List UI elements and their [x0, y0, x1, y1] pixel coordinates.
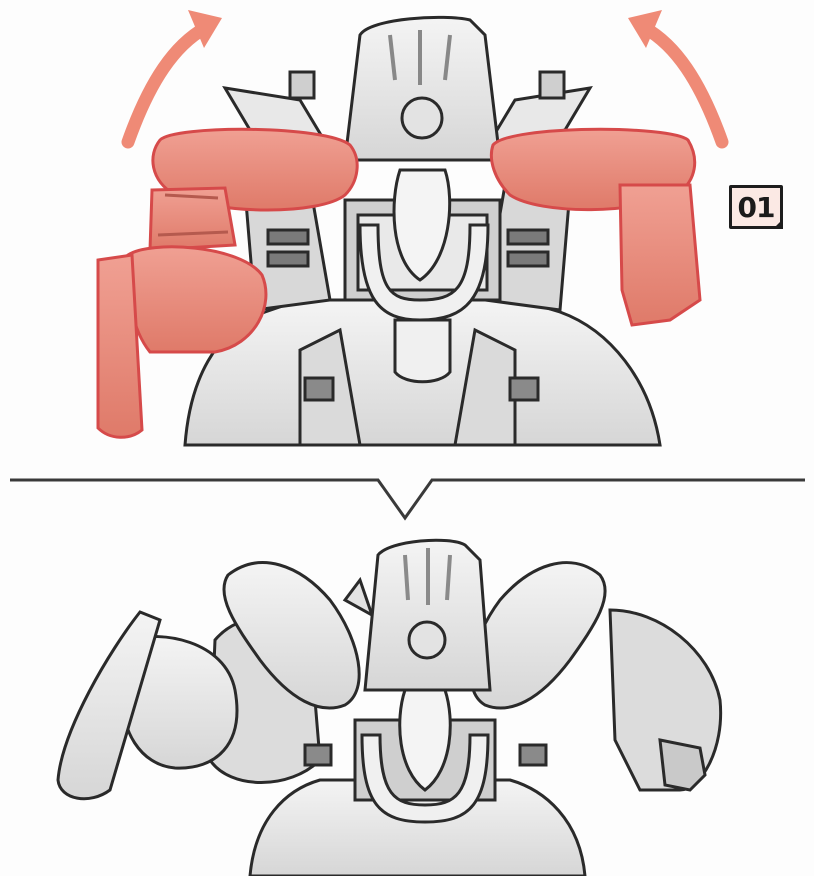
step-number-badge: 01	[729, 185, 783, 229]
robot-body-top	[185, 17, 660, 445]
rotate-up-arrow-icon-left	[128, 10, 222, 142]
after-panel	[58, 540, 721, 876]
step-number-label: 01	[738, 191, 775, 224]
rotate-up-arrow-icon-right	[628, 10, 722, 142]
before-panel	[98, 10, 722, 445]
panel-divider-pointer	[10, 480, 805, 518]
